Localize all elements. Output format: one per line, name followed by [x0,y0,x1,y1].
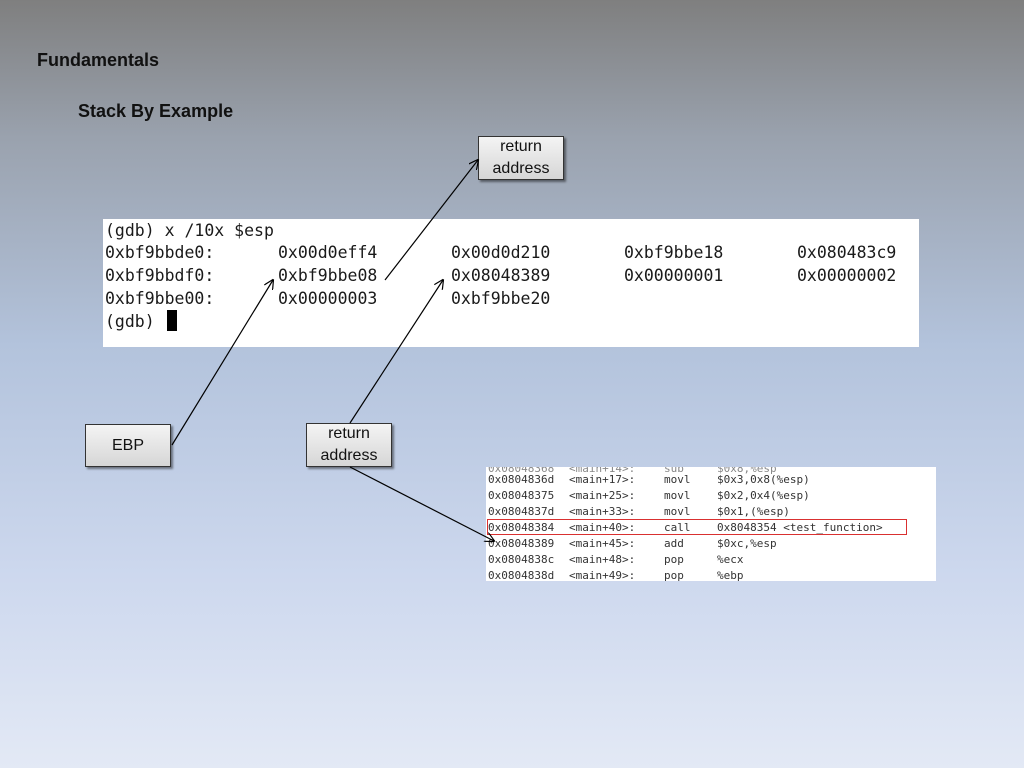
ebp-label: EBP [85,424,171,467]
asm-row: 0x0804838d <main+49>: pop %ebp [488,568,744,581]
asm-address: 0x08048375 [488,489,555,502]
asm-row-partial: 0x08048368<main+14>:sub$0x8,%esp [488,467,777,475]
asm-address: 0x0804838c [488,553,555,566]
asm-opcode: movl [664,505,691,518]
asm-operands: $0xc,%esp [717,537,777,550]
asm-row: 0x0804837d <main+33>: movl $0x1,(%esp) [488,504,790,520]
gdb-memory-value: 0x00000001 [624,266,724,285]
call-instruction-highlight [487,519,907,535]
asm-symbol: <main+33>: [569,505,636,518]
asm-address: 0x08048389 [488,537,555,550]
asm-opcode: pop [664,553,684,566]
asm-address: 0x08048384 [488,521,555,534]
asm-symbol: <main+25>: [569,489,636,502]
asm-address: 0x0804836d [488,473,555,486]
asm-symbol: <main+45>: [569,537,636,550]
disassembly-panel: 0x08048368<main+14>:sub$0x8,%esp 0x08048… [486,467,936,581]
gdb-memory-value-return-address: 0x08048389 [451,266,551,285]
asm-symbol: <main+17>: [569,473,636,486]
slide-subtitle: Stack By Example [78,101,234,121]
asm-opcode: movl [664,473,691,486]
gdb-memory-value: 0x00000003 [278,289,378,308]
gdb-prompt: (gdb) [105,312,155,331]
asm-operands: %ecx [717,553,744,566]
gdb-row-address: 0xbf9bbdf0: [105,266,215,285]
asm-symbol: <main+48>: [569,553,636,566]
asm-operands: $0x2,0x4(%esp) [717,489,810,502]
gdb-memory-value: 0x00d0eff4 [278,243,378,262]
gdb-row-address: 0xbf9bbde0: [105,243,215,262]
gdb-memory-value: 0xbf9bbe20 [451,289,551,308]
gdb-memory-value: 0xbf9bbe18 [624,243,724,262]
asm-operands: 0x8048354 <test_function> [717,521,883,534]
asm-symbol: <main+49>: [569,569,636,581]
asm-row: 0x0804836d <main+17>: movl $0x3,0x8(%esp… [488,472,810,488]
gdb-row-address: 0xbf9bbe00: [105,289,215,308]
return-address-label-top: return address [478,136,564,180]
gdb-command: (gdb) x /10x $esp [105,221,274,240]
arrow-return-label-to-asm [349,466,494,541]
gdb-prompt-line[interactable]: (gdb) [105,310,177,333]
asm-operands: $0x1,(%esp) [717,505,790,518]
asm-row-return-target: 0x08048389 <main+45>: add $0xc,%esp [488,536,777,552]
asm-opcode: pop [664,569,684,581]
asm-operands: %ebp [717,569,744,581]
gdb-memory-value: 0x00d0d210 [451,243,551,262]
asm-opcode: add [664,537,684,550]
gdb-memory-value: 0x00000002 [797,266,897,285]
asm-opcode: call [664,521,691,534]
asm-row-call-highlighted: 0x08048384 <main+40>: call 0x8048354 <te… [488,520,883,536]
gdb-memory-value: 0x080483c9 [797,243,897,262]
asm-row: 0x08048375 <main+25>: movl $0x2,0x4(%esp… [488,488,810,504]
asm-symbol: <main+40>: [569,521,636,534]
asm-operands: $0x3,0x8(%esp) [717,473,810,486]
asm-row: 0x0804838c <main+48>: pop %ecx [488,552,744,568]
return-address-label-middle: return address [306,423,392,467]
terminal-cursor [166,310,177,331]
gdb-memory-value-saved-ebp: 0xbf9bbe08 [278,266,378,285]
gdb-memory-dump: (gdb) x /10x $esp 0xbf9bbde0: 0x00d0eff4… [103,219,919,347]
slide-title: Fundamentals [37,50,160,70]
asm-address: 0x0804838d [488,569,555,581]
asm-opcode: movl [664,489,691,502]
asm-address: 0x0804837d [488,505,555,518]
